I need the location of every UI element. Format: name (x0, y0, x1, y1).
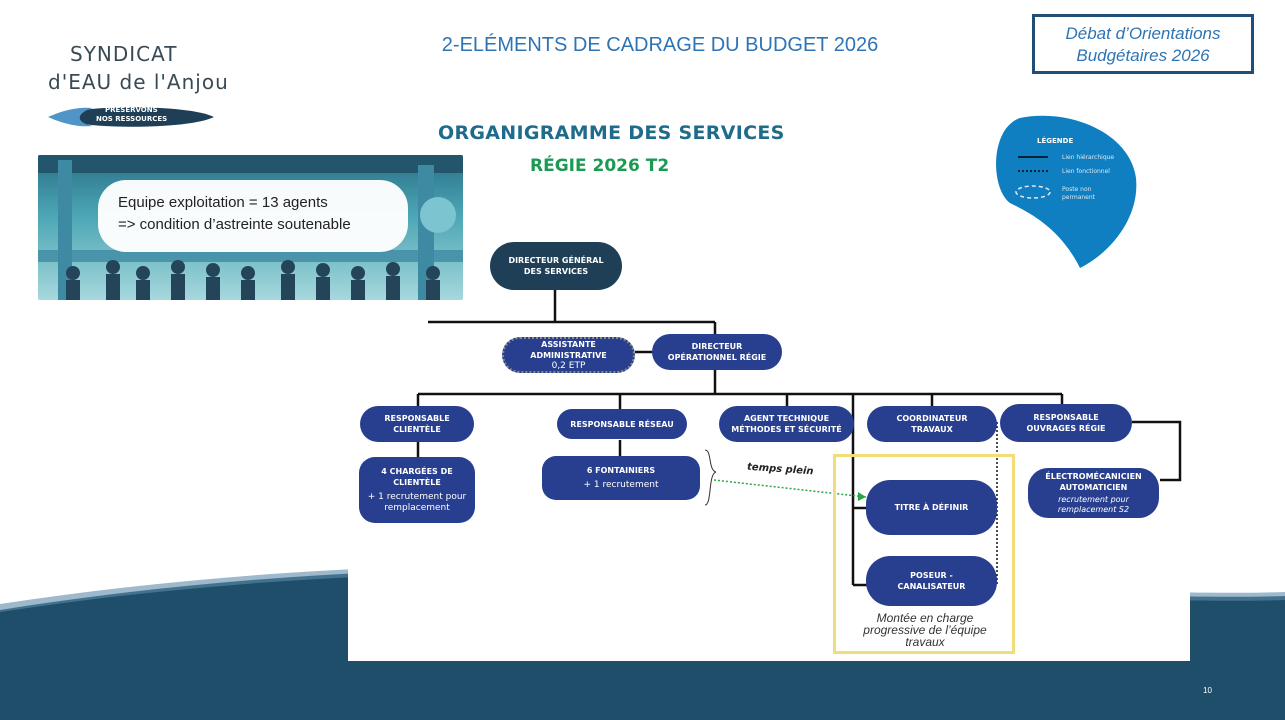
banner-text-box (98, 180, 408, 252)
node-responsable-ouvrages: RESPONSABLE OUVRAGES RÉGIE (1000, 404, 1132, 442)
node-directeur-general: DIRECTEUR GÉNÉRAL DES SERVICES (490, 242, 622, 290)
resp-clientele-line1: RESPONSABLE (384, 414, 450, 423)
team-banner: Equipe exploitation = 13 agents => condi… (38, 155, 463, 300)
fontainiers-sub: + 1 recrutement (583, 480, 659, 490)
agent-tech-line1: AGENT TECHNIQUE (743, 414, 830, 423)
node-electromecanicien: ÉLECTROMÉCANICIEN AUTOMATICIEN recruteme… (1028, 468, 1159, 518)
logo-line2: d'EAU de l'Anjou (48, 70, 229, 94)
poseur-line2: CANALISATEUR (897, 582, 966, 591)
caption-line3: travaux (905, 635, 945, 649)
banner-text: Equipe exploitation = 13 agents => condi… (118, 192, 351, 236)
node-responsable-clientele: RESPONSABLE CLIENTÈLE (360, 406, 474, 442)
resp-ouvrages-line2: OUVRAGES RÉGIE (1026, 424, 1106, 433)
node-fontainiers: 6 FONTAINIERS + 1 recrutement (542, 456, 700, 500)
travaux-highlight-box (833, 454, 1015, 654)
debat-line1: Débat d’Orientations (1065, 24, 1221, 43)
slide-title: 2-ELÉMENTS DE CADRAGE DU BUDGET 2026 (441, 34, 879, 56)
agent-tech-line2: MÉTHODES ET SÉCURITÉ (731, 425, 842, 434)
chargees-line1: 4 CHARGÉES DE (381, 467, 453, 476)
debat-box: Débat d’Orientations Budgétaires 2026 (1032, 14, 1254, 74)
electro-line2: AUTOMATICIEN (1059, 483, 1128, 492)
dir-op-line2: OPÉRATIONNEL RÉGIE (667, 353, 767, 362)
caption-line2: progressive de l’équipe (863, 623, 987, 637)
assistante-line2: ADMINISTRATIVE (530, 350, 607, 360)
legend-shape (996, 115, 1137, 268)
coordinateur-line1: COORDINATEUR (896, 414, 968, 423)
legend-item-non-permanent-2: permanent (1062, 194, 1096, 201)
node-directeur-operationnel: DIRECTEUR OPÉRATIONNEL RÉGIE (652, 334, 782, 370)
chargees-line2: CLIENTÈLE (393, 478, 441, 487)
resp-clientele-line2: CLIENTÈLE (393, 425, 441, 434)
legend-item-hierarchique: Lien hiérarchique (1062, 154, 1115, 161)
assistante-etp: 0,2 ETP (551, 360, 586, 371)
chargees-sub1: + 1 recrutement pour (367, 492, 467, 502)
dir-op-line1: DIRECTEUR (691, 342, 743, 351)
logo-line1: SYNDICAT (70, 42, 178, 66)
electro-sub2: remplacement S2 (1057, 505, 1130, 514)
node-poseur-canalisateur: POSEUR - CANALISATEUR (866, 556, 997, 606)
caption-line1: Montée en charge (876, 611, 974, 625)
org-subtitle: RÉGIE 2026 T2 (530, 156, 670, 176)
pipes-illustration (38, 155, 463, 300)
assistante-line1: ASSISTANTE (541, 339, 596, 349)
legend-item-non-permanent-1: Poste non (1062, 186, 1092, 193)
node-assistante: ASSISTANTE ADMINISTRATIVE 0,2 ETP (502, 337, 635, 373)
logo-tag-shape (48, 107, 214, 127)
logo-tag-line1: PRÉSERVONS (105, 106, 158, 114)
logo-tag-line2: NOS RESSOURCES (96, 115, 168, 123)
legend-title: LÉGENDE (1037, 137, 1074, 145)
resp-ouvrages-line1: RESPONSABLE (1033, 413, 1099, 422)
node-coordinateur-travaux: COORDINATEUR TRAVAUX (867, 406, 997, 442)
travaux-caption: Montée en charge progressive de l’équipe… (842, 612, 1008, 648)
titre-line1: TITRE À DÉFINIR (894, 503, 969, 512)
node-agent-technique: AGENT TECHNIQUE MÉTHODES ET SÉCURITÉ (719, 406, 854, 442)
node-chargees-clientele: 4 CHARGÉES DE CLIENTÈLE + 1 recrutement … (359, 457, 475, 523)
node-responsable-reseau: RESPONSABLE RÉSEAU (557, 409, 687, 439)
electro-line1: ÉLECTROMÉCANICIEN (1045, 472, 1142, 481)
poseur-line1: POSEUR - (910, 571, 953, 580)
legend-item-fonctionnel: Lien fonctionnel (1062, 168, 1110, 175)
node-titre-a-definir: TITRE À DÉFINIR (866, 480, 997, 535)
org-title: ORGANIGRAMME DES SERVICES (438, 122, 785, 144)
banner-line2: => condition d’astreinte soutenable (118, 216, 351, 233)
resp-reseau-line1: RESPONSABLE RÉSEAU (570, 419, 674, 429)
electro-sub1: recrutement pour (1058, 495, 1129, 504)
chargees-sub2: remplacement (384, 503, 450, 513)
coordinateur-line2: TRAVAUX (911, 425, 953, 434)
dgs-line1: DIRECTEUR GÉNÉRAL (508, 256, 604, 265)
banner-line1: Equipe exploitation = 13 agents (118, 194, 328, 211)
debat-line2: Budgétaires 2026 (1076, 46, 1210, 65)
dgs-line2: DES SERVICES (523, 267, 589, 276)
fontainiers-line1: 6 FONTAINIERS (586, 466, 656, 475)
page-number: 10 (1203, 686, 1212, 695)
